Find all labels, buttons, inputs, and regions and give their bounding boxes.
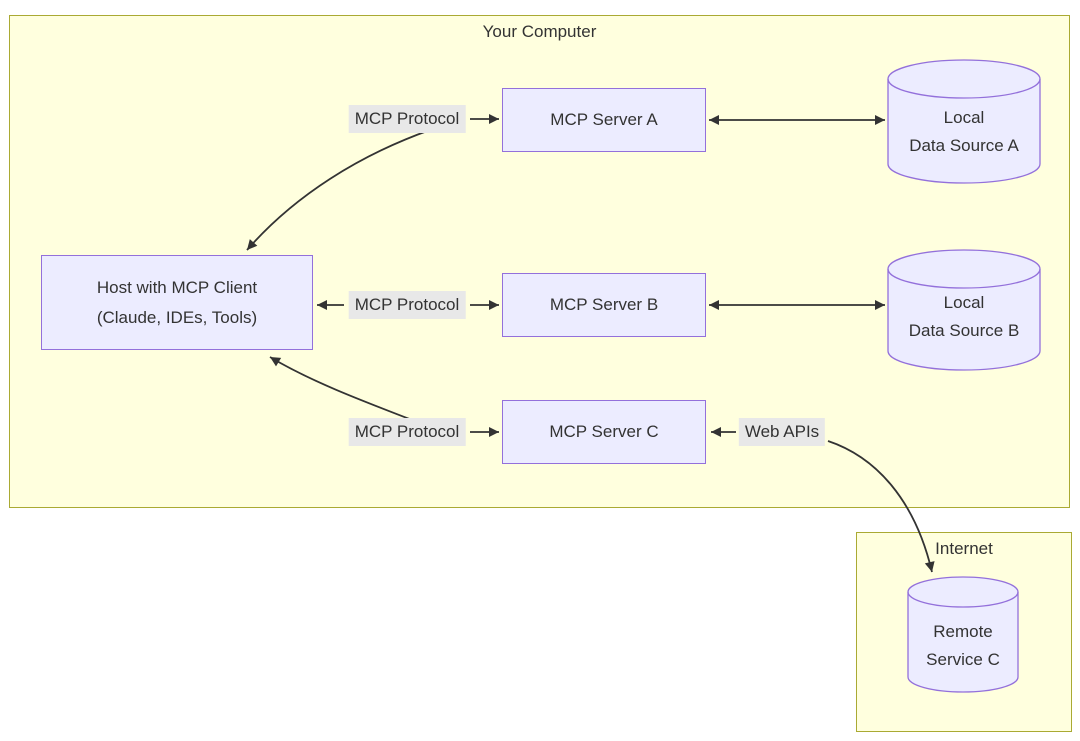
node-server-a-label: MCP Server A — [550, 110, 658, 129]
node-server-b: MCP Server B — [502, 273, 706, 337]
cylinder-data-source-b — [887, 249, 1041, 371]
cluster-internet: Internet — [856, 532, 1072, 732]
node-data-source-a: Local Data Source A — [888, 104, 1040, 160]
cylinder-rim — [887, 268, 1041, 289]
node-data-source-b-line1: Local — [943, 293, 985, 312]
cylinder-rim — [887, 78, 1041, 99]
edge-label-mcp-protocol-a: MCP Protocol — [348, 105, 466, 133]
cluster-your-computer-title: Your Computer — [482, 22, 597, 41]
edge-label-web-apis: Web APIs — [738, 418, 826, 446]
cylinder-body — [907, 576, 1019, 693]
node-server-c-label: MCP Server C — [549, 422, 659, 441]
cylinder-body — [887, 249, 1041, 371]
node-server-a: MCP Server A — [502, 88, 706, 152]
edge-protocol-a-to-host — [246, 129, 431, 251]
edge-web-apis-to-remote-service — [827, 440, 935, 573]
node-host-line2: (Claude, IDEs, Tools) — [96, 307, 258, 327]
cylinder-body — [887, 59, 1041, 184]
edge-label-mcp-protocol-b: MCP Protocol — [348, 291, 466, 319]
cylinder-rim — [907, 591, 1019, 608]
node-data-source-a-line1: Local — [943, 108, 985, 127]
node-remote-service-c: Remote Service C — [908, 618, 1018, 674]
node-host: Host with MCP Client (Claude, IDEs, Tool… — [41, 255, 313, 350]
cluster-internet-title: Internet — [935, 539, 993, 558]
node-data-source-a-line2: Data Source A — [909, 136, 1019, 155]
node-server-c: MCP Server C — [502, 400, 706, 464]
node-server-b-label: MCP Server B — [549, 295, 659, 314]
node-host-line1: Host with MCP Client — [96, 277, 258, 297]
cylinder-data-source-a — [887, 59, 1041, 184]
cylinder-remote-service-c — [907, 576, 1019, 693]
node-data-source-b: Local Data Source B — [888, 289, 1040, 345]
node-data-source-b-line2: Data Source B — [908, 321, 1020, 340]
node-remote-service-c-line2: Service C — [926, 650, 1000, 669]
node-remote-service-c-line1: Remote — [933, 622, 993, 641]
edge-label-mcp-protocol-c: MCP Protocol — [348, 418, 466, 446]
edge-protocol-c-to-host — [269, 356, 421, 424]
